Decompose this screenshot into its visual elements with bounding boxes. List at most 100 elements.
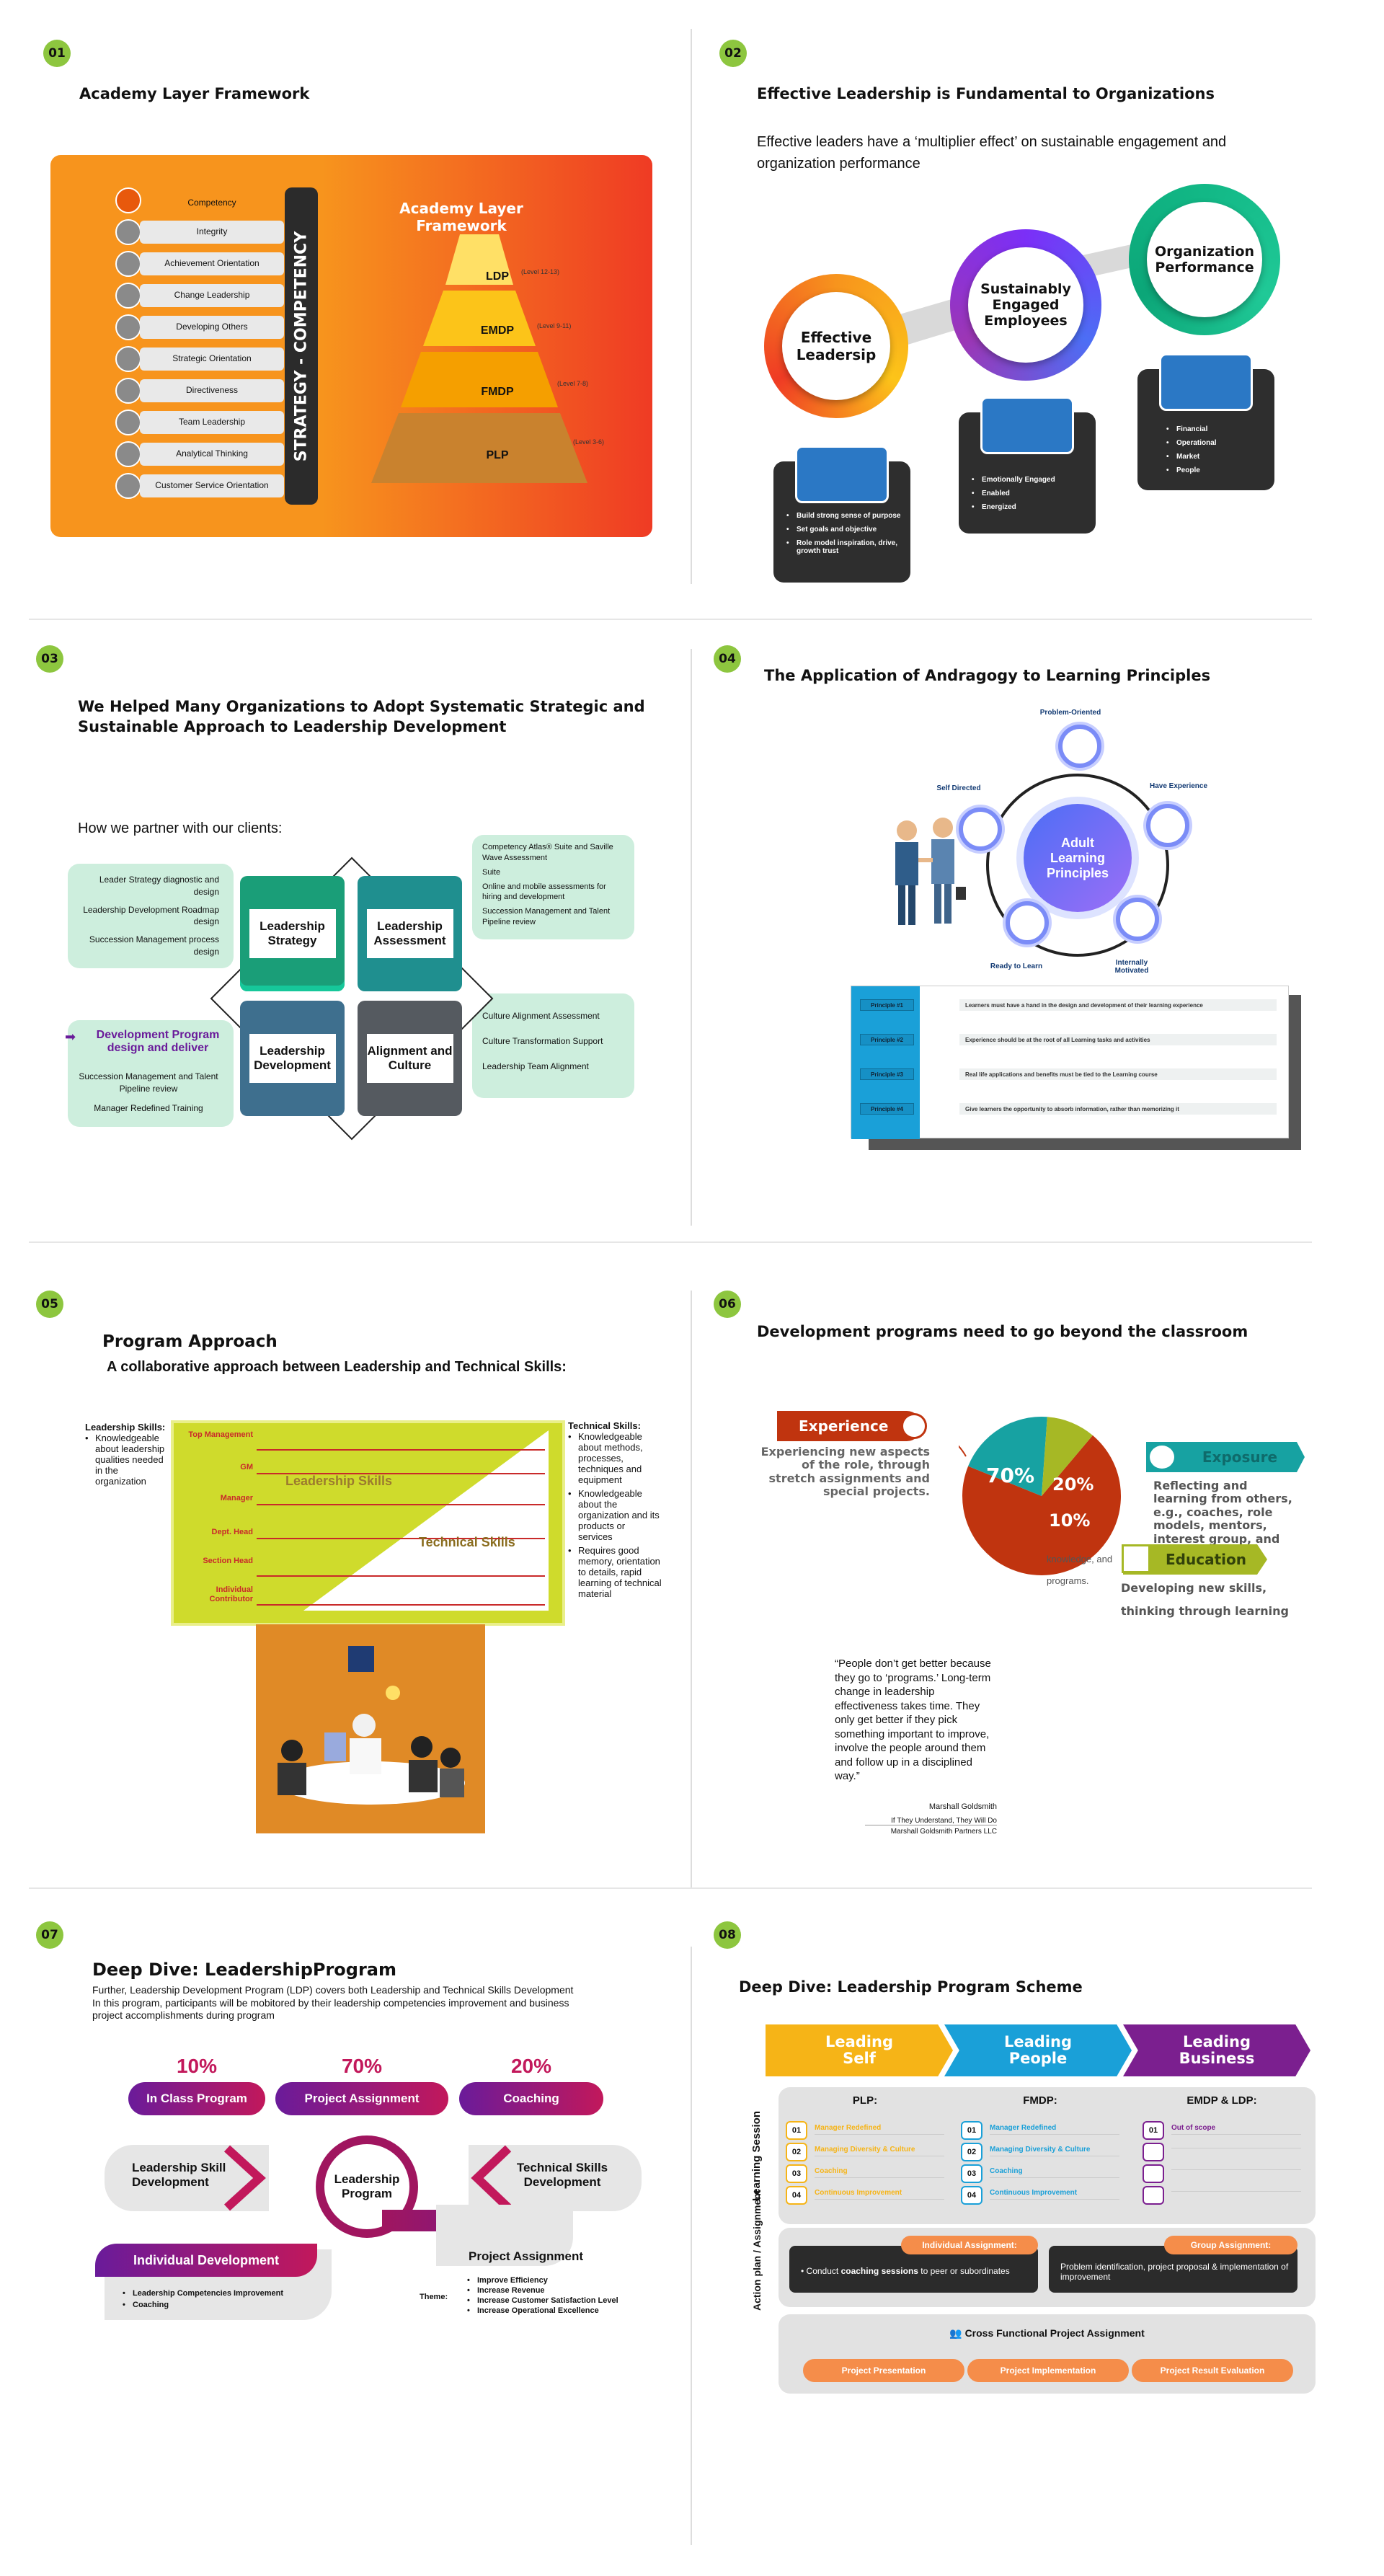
node-1-card: Build strong sense of purposeSet goals a… — [773, 446, 910, 583]
panel-3-title-2: Sustainable Approach to Leadership Devel… — [78, 718, 507, 735]
competency-icon — [115, 187, 141, 213]
stage-chevron: Leading People — [944, 2024, 1132, 2076]
item-number: 04 — [961, 2186, 982, 2205]
competency-label: Change Leadership — [140, 284, 284, 307]
item-number: 04 — [786, 2186, 807, 2205]
item-number: 02 — [786, 2143, 807, 2161]
level-fmdp-name: FMDP — [481, 386, 514, 398]
panel-2-badge: 02 — [719, 40, 747, 67]
panel-6-title: Development programs need to go beyond t… — [757, 1323, 1248, 1340]
panel-5-subtitle: A collaborative approach between Leaders… — [107, 1359, 567, 1375]
experience-label: Experience — [799, 1417, 889, 1435]
competency-label: Strategic Orientation — [140, 348, 284, 371]
right-top-item: Suite — [482, 867, 501, 877]
item-label — [1171, 2146, 1301, 2148]
panel-4-title: The Application of Andragogy to Learning… — [764, 667, 1211, 684]
item-number: 01 — [961, 2121, 982, 2140]
col-head: EMDP & LDP: — [1186, 2094, 1257, 2107]
node-2-bullets: Emotionally EngagedEnabledEnergized — [972, 476, 1091, 517]
left-bottom-item: Manager Redefined Training — [94, 1102, 203, 1113]
level-label: Section Head — [203, 1557, 253, 1565]
level-label: Dept. Head — [211, 1528, 253, 1536]
left-chevron: Leadership Skill Development — [105, 2145, 269, 2211]
node-bullet: Enabled — [972, 490, 1091, 497]
pyramid — [371, 234, 587, 483]
right-bottom-item: Leadership Team Alignment — [482, 1061, 589, 1072]
item-label — [1171, 2167, 1301, 2170]
quad-leadership-strategy: Leadership Strategy — [240, 876, 345, 991]
level-ldp-name: LDP — [486, 270, 509, 283]
group-assign-text: Problem identification, project proposal… — [1060, 2262, 1289, 2282]
cross-item: Project Presentation — [802, 2358, 966, 2384]
competency-icon — [115, 314, 141, 340]
dev-program-head: Development Program design and deliver — [96, 1029, 220, 1054]
quote-source-2: Marshall Goldsmith Partners LLC — [890, 1828, 997, 1836]
level-fmdp-tag: (Level 7-8) — [557, 380, 589, 387]
node-bullet: Operational — [1166, 439, 1267, 447]
edu-text-4: thinking through learning — [1121, 1604, 1289, 1618]
quad-leadership-assessment: Leadership Assessment — [358, 876, 462, 991]
node-org-performance: Organization Performance — [1129, 184, 1280, 335]
level-label: Manager — [220, 1494, 253, 1502]
left-bottom-item: Succession Management and Talent Pipelin… — [79, 1071, 218, 1094]
competency-label: Team Leadership — [140, 411, 284, 434]
competency-icon — [115, 219, 141, 245]
pyramid-level-emdp — [423, 291, 536, 346]
competency-label: Analytical Thinking — [140, 443, 284, 466]
principle-id: Principle #3 — [860, 1068, 914, 1080]
indiv-assign-box: Individual Assignment: • Conduct coachin… — [789, 2236, 1038, 2293]
competency-icon — [115, 283, 141, 309]
item-label: Manager Redefined — [815, 2124, 944, 2135]
proj-bullet: Improve Efficiency — [467, 2277, 618, 2285]
technical-skills-head: Technical Skills: — [568, 1420, 641, 1431]
node-2-people-icon — [980, 397, 1074, 454]
proj-assign-box — [436, 2205, 573, 2266]
competency-label: Integrity — [140, 221, 284, 244]
pie-label-10: 10% — [1049, 1510, 1091, 1531]
spoke-label: Ready to Learn — [990, 962, 1043, 970]
node-bullet: Build strong sense of purpose — [786, 512, 905, 520]
technical-skills-note: Technical Skills: Knowledgeable about me… — [568, 1420, 662, 1602]
level-ldp-tag: (Level 12-13) — [521, 268, 560, 275]
education-book-icon — [1122, 1544, 1150, 1573]
indiv-dev-label: Individual Development — [133, 2252, 280, 2267]
proj-assign-title: Project Assignment — [469, 2249, 584, 2263]
exposure-label: Exposure — [1202, 1448, 1278, 1466]
indiv-assign-head: Individual Assignment: — [901, 2236, 1038, 2254]
pie-slice-education — [1042, 1417, 1093, 1496]
spoke-icon — [1006, 901, 1049, 944]
spoke-label: Self Directed — [936, 784, 981, 792]
side-label-2: Action plan / Assignment — [751, 2190, 763, 2311]
node-bullet: Emotionally Engaged — [972, 476, 1091, 484]
pct-value: 20% — [510, 2055, 552, 2077]
pct-value: 70% — [341, 2055, 383, 2077]
cross-title: 👥 Cross Functional Project Assignment — [778, 2327, 1316, 2340]
side-label-1: Learning Session — [750, 2110, 763, 2201]
pct-pill: Project Assignment — [275, 2082, 448, 2115]
competency-row: Integrity — [115, 219, 324, 245]
principle-text: Learners must have a hand in the design … — [959, 999, 1277, 1011]
cross-band: 👥 Cross Functional Project Assignment Pr… — [778, 2314, 1316, 2394]
node-3-label: Organization Performance — [1147, 202, 1262, 317]
item-label: Coaching — [815, 2167, 944, 2178]
quote-source-1: If They Understand, They Will Do — [865, 1817, 997, 1825]
leadership-skills-note: Leadership Skills: Knowledgeable about l… — [85, 1422, 172, 1490]
edu-text-3: Developing new skills, — [1121, 1581, 1267, 1595]
competency-icon — [115, 346, 141, 372]
principle-id: Principle #1 — [860, 999, 914, 1011]
col-head: FMDP: — [1023, 2094, 1057, 2107]
leader-skills-label: Leadership Skills — [285, 1474, 393, 1488]
competency-icon — [115, 410, 141, 435]
panel-6-badge: 06 — [714, 1291, 741, 1318]
pie-label-20: 20% — [1052, 1474, 1094, 1495]
competency-label: Developing Others — [140, 316, 284, 339]
indiv-dev-banner: Individual Development — [95, 2244, 317, 2277]
panel-1-badge: 01 — [43, 40, 71, 67]
left-top-item: Leader Strategy diagnostic and design — [99, 875, 219, 897]
panel-7-badge: 07 — [36, 1921, 63, 1949]
quad-3-label: Leadership Development — [249, 1034, 336, 1083]
handshake-people-icon — [887, 815, 966, 930]
item-label: Continuous Improvement — [815, 2189, 944, 2200]
level-emdp-tag: (Level 9-11) — [537, 322, 572, 329]
theme-label: Theme: — [420, 2293, 448, 2301]
